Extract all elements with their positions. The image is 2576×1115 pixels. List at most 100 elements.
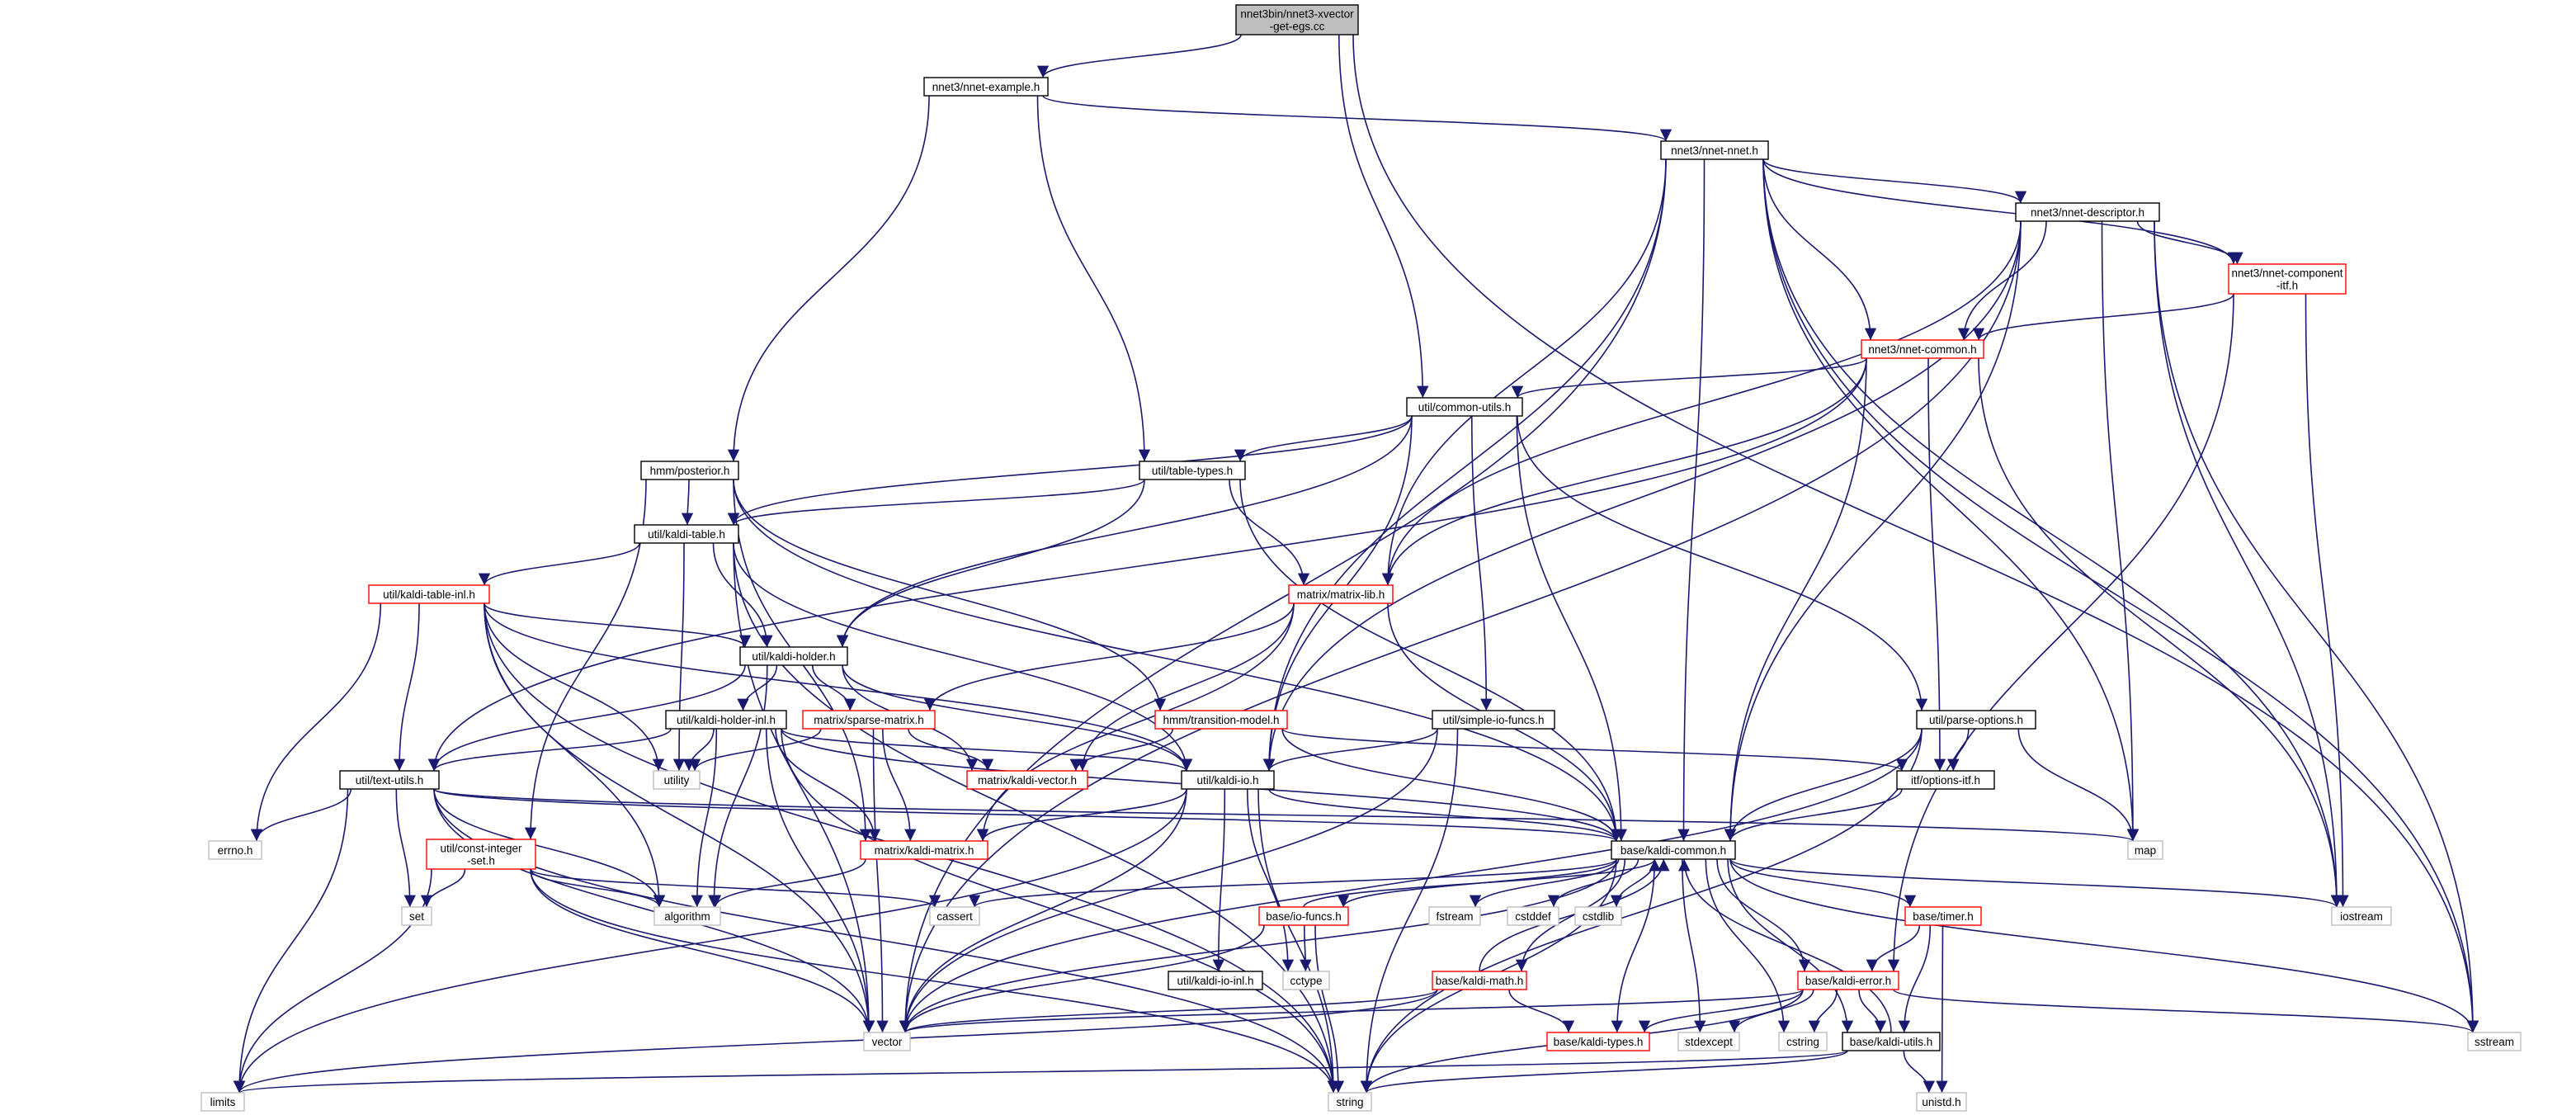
node-root[interactable]: nnet3bin/nnet3-xvector-get-egs.cc bbox=[1235, 4, 1359, 35]
node-kaldi-table[interactable]: util/kaldi-table.h bbox=[634, 524, 739, 544]
edge-kaldi_common-to-sstream bbox=[1729, 858, 2479, 1033]
node-box bbox=[860, 840, 988, 860]
edge-nnet_nnet-to-kaldi_io bbox=[1262, 158, 1667, 772]
edge-text_utils-to-vector bbox=[433, 788, 875, 1033]
node-box bbox=[640, 461, 739, 480]
edge-hmm_posterior-to-kaldi_table bbox=[681, 479, 694, 526]
node-box bbox=[1861, 339, 1984, 359]
edge-nnet_descriptor-to-vector bbox=[899, 220, 2022, 1033]
edge-kaldi_utils-to-unistd bbox=[1903, 1050, 1935, 1094]
node-box bbox=[1507, 906, 1559, 926]
node-parse-options[interactable]: util/parse-options.h bbox=[1916, 710, 2036, 730]
node-box bbox=[1328, 1092, 1372, 1112]
node-label: algorithm bbox=[664, 910, 710, 923]
node-errno: errno.h bbox=[208, 840, 262, 860]
node-kaldi-types[interactable]: base/kaldi-types.h bbox=[1546, 1032, 1650, 1051]
node-nnet-example[interactable]: nnet3/nnet-example.h bbox=[923, 77, 1049, 97]
node-nnet-common[interactable]: nnet3/nnet-common.h bbox=[1861, 339, 1984, 359]
node-timer[interactable]: base/timer.h bbox=[1904, 906, 1982, 926]
node-kaldi-matrix[interactable]: matrix/kaldi-matrix.h bbox=[860, 840, 988, 860]
edge-parse_options-to-map bbox=[2017, 728, 2140, 842]
edge-kaldi_utils-to-kaldi_common bbox=[1678, 858, 1892, 1033]
node-kaldi-vector[interactable]: matrix/kaldi-vector.h bbox=[966, 770, 1088, 790]
node-label: util/kaldi-io-inl.h bbox=[1177, 975, 1253, 987]
node-kaldi-holder[interactable]: util/kaldi-holder.h bbox=[739, 646, 848, 666]
edge-nnet_example-to-hmm_posterior bbox=[727, 95, 930, 462]
node-box bbox=[1904, 906, 1982, 926]
node-nnet-component-itf[interactable]: nnet3/nnet-component-itf.h bbox=[2228, 263, 2347, 295]
edge-nnet_nnet-to-nnet_component_itf bbox=[1762, 158, 2240, 265]
edge-kaldi_holder-to-kaldi_holder_inl bbox=[737, 664, 778, 711]
node-const-integer-set[interactable]: util/const-integer-set.h bbox=[426, 839, 536, 870]
node-common-utils[interactable]: util/common-utils.h bbox=[1406, 397, 1523, 417]
node-label: matrix/matrix-lib.h bbox=[1297, 588, 1385, 601]
edge-const_integer_set-to-cassert bbox=[530, 868, 941, 908]
edge-nnet_component_itf-to-nnet_common bbox=[1972, 293, 2234, 341]
node-label: base/kaldi-common.h bbox=[1621, 844, 1726, 857]
node-simple-io-funcs[interactable]: util/simple-io-funcs.h bbox=[1432, 710, 1555, 730]
edge-kaldi_utils-to-limits bbox=[234, 1050, 1848, 1094]
edge-kaldi_error-to-sstream bbox=[1893, 989, 2479, 1033]
node-box bbox=[2228, 263, 2347, 295]
node-kaldi-io-inl[interactable]: util/kaldi-io-inl.h bbox=[1168, 971, 1263, 990]
node-kaldi-holder-inl[interactable]: util/kaldi-holder-inl.h bbox=[665, 710, 787, 730]
node-box bbox=[2331, 906, 2392, 926]
node-label: matrix/kaldi-vector.h bbox=[978, 774, 1077, 787]
node-label: cstring bbox=[1786, 1036, 1819, 1048]
edge-parse_options-to-options_itf bbox=[1947, 728, 1970, 772]
node-kaldi-math[interactable]: base/kaldi-math.h bbox=[1432, 971, 1527, 990]
node-nnet-descriptor[interactable]: nnet3/nnet-descriptor.h bbox=[2015, 202, 2160, 222]
node-label: hmm/transition-model.h bbox=[1163, 714, 1279, 726]
node-text-utils[interactable]: util/text-utils.h bbox=[339, 770, 440, 790]
edge-nnet_common-to-options_itf bbox=[1927, 357, 1946, 772]
edge-options_itf-to-kaldi_common bbox=[1724, 788, 1903, 842]
node-label: util/kaldi-holder-inl.h bbox=[677, 714, 776, 726]
edge-nnet_common-to-common_utils bbox=[1512, 357, 1867, 399]
node-box bbox=[2467, 1032, 2522, 1051]
edge-kaldi_holder_inl-to-utility bbox=[682, 728, 715, 772]
node-label: cstddef bbox=[1515, 910, 1551, 923]
node-kaldi-error[interactable]: base/kaldi-error.h bbox=[1797, 971, 1899, 990]
edge-transition_model-to-kaldi_common bbox=[1281, 728, 1623, 842]
node-sparse-matrix[interactable]: matrix/sparse-matrix.h bbox=[802, 710, 936, 730]
node-table-types[interactable]: util/table-types.h bbox=[1139, 461, 1246, 480]
edge-nnet_nnet-to-iostream bbox=[1762, 158, 2343, 908]
node-sstream: sstream bbox=[2467, 1032, 2522, 1051]
node-kaldi-common[interactable]: base/kaldi-common.h bbox=[1611, 840, 1736, 860]
edge-simple_io_funcs-to-string bbox=[1360, 728, 1459, 1094]
node-hmm-posterior[interactable]: hmm/posterior.h bbox=[640, 461, 739, 480]
node-io-funcs[interactable]: base/io-funcs.h bbox=[1258, 906, 1349, 926]
node-string: string bbox=[1328, 1092, 1372, 1112]
node-nnet-nnet[interactable]: nnet3/nnet-nnet.h bbox=[1660, 140, 1769, 160]
node-label: -set.h bbox=[467, 855, 495, 867]
edge-io_funcs-to-vector bbox=[899, 924, 1265, 1033]
edge-text_utils-to-errno bbox=[250, 788, 352, 842]
edge-sparse_matrix-to-kaldi_matrix bbox=[882, 728, 917, 842]
node-box bbox=[368, 584, 490, 604]
node-label: nnet3bin/nnet3-xvector bbox=[1240, 8, 1354, 21]
node-label: nnet3/nnet-example.h bbox=[932, 81, 1040, 93]
edge-nnet_component_itf-to-kaldi_error bbox=[1887, 293, 2234, 972]
node-matrix-lib[interactable]: matrix/matrix-lib.h bbox=[1288, 584, 1394, 604]
node-kaldi-io[interactable]: util/kaldi-io.h bbox=[1181, 770, 1275, 790]
edge-kaldi_io-to-vector bbox=[899, 788, 1187, 1033]
node-label: util/const-integer bbox=[440, 843, 522, 855]
edge-kaldi_utils-to-string bbox=[1361, 1050, 1848, 1094]
node-box bbox=[1428, 906, 1481, 926]
edge-nnet_nnet-to-nnet_descriptor bbox=[1762, 158, 2027, 204]
edge-kaldi_table-to-vector bbox=[733, 542, 875, 1033]
edge-kaldi_holder-to-sparse_matrix bbox=[812, 664, 856, 711]
node-kaldi-table-inl[interactable]: util/kaldi-table-inl.h bbox=[368, 584, 490, 604]
node-label: util/common-utils.h bbox=[1418, 401, 1512, 413]
node-box bbox=[1546, 1032, 1650, 1051]
node-transition-model[interactable]: hmm/transition-model.h bbox=[1154, 710, 1288, 730]
node-box bbox=[1916, 710, 2036, 730]
node-box bbox=[401, 906, 432, 926]
node-label: errno.h bbox=[218, 844, 253, 857]
node-options-itf[interactable]: itf/options-itf.h bbox=[1896, 770, 1995, 790]
node-kaldi-utils[interactable]: base/kaldi-utils.h bbox=[1842, 1032, 1941, 1051]
node-label: util/table-types.h bbox=[1152, 465, 1233, 477]
node-box bbox=[1842, 1032, 1941, 1051]
edge-nnet_common-to-text_utils bbox=[427, 357, 1867, 772]
